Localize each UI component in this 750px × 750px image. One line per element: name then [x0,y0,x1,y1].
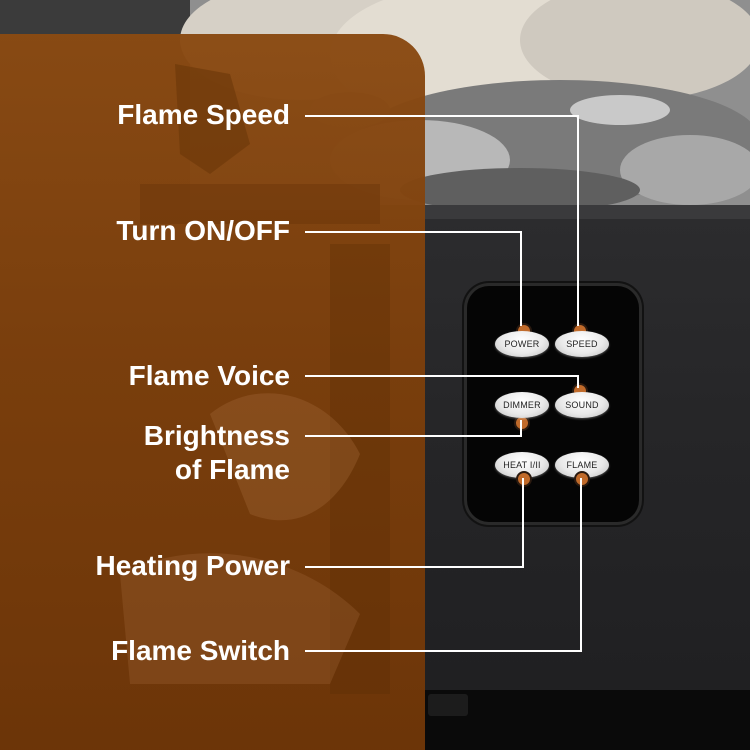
flame-indicator-icon [574,471,590,487]
dimmer-button[interactable]: DIMMER [495,392,549,418]
speed-button[interactable]: SPEED [555,331,609,357]
power-button[interactable]: POWER [495,331,549,357]
label-brightness-line1: Brightness [143,420,290,451]
sound-button[interactable]: SOUND [555,392,609,418]
label-turn-on-off: Turn ON/OFF [116,215,290,246]
label-heating-power: Heating Power [95,550,290,581]
heat-indicator-icon [516,471,532,487]
control-panel: POWER SPEED DIMMER SOUND HEAT I/II FLAME [467,286,639,522]
heater-foot [428,694,468,716]
label-flame-switch: Flame Switch [111,635,290,666]
heater-top-edge [380,205,750,219]
label-brightness-line2: of Flame [174,454,290,485]
label-flame-voice: Flame Voice [128,360,290,391]
label-flame-speed: Flame Speed [117,99,290,130]
